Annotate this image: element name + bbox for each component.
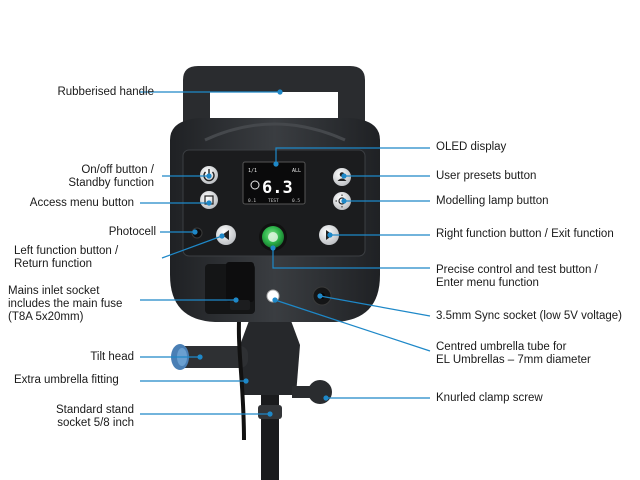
display-small-top: 1/1 [248,168,257,174]
label-onoff: On/off button /Standby function [68,164,154,189]
display-bottom-mid: TEST [268,198,279,204]
label-access-menu: Access menu button [29,197,134,209]
label-left-function: Left function button /Return function [14,245,119,270]
display-small-right: ALL [292,168,301,174]
label-user-presets: User presets button [436,170,537,182]
handle-shape [183,66,365,160]
display-bottom-right: 0.5 [292,198,300,204]
label-handle: Rubberised handle [57,86,154,98]
precise-control-button[interactable] [259,223,287,251]
label-extra-umbrella: Extra umbrella fitting [14,374,119,386]
label-oled: OLED display [436,141,507,153]
label-precise-control: Precise control and test button /Enter m… [436,264,598,289]
tilt-head [171,318,332,404]
access-menu-button[interactable] [200,191,218,209]
label-knurled-screw: Knurled clamp screw [436,392,543,404]
mains-inlet-socket [205,262,255,314]
oled-display: 1/1 ALL 6.3 0.1 TEST 0.5 [242,161,306,205]
display-value: 6.3 [262,178,293,198]
label-sync-socket: 3.5mm Sync socket (low 5V voltage) [436,310,622,322]
left-function-button[interactable] [216,225,236,245]
display-bottom-left: 0.1 [248,198,256,204]
label-right-function: Right function button / Exit function [436,228,614,240]
label-modelling: Modelling lamp button [436,195,549,207]
power-icon [203,171,215,182]
chevron-left-icon [222,230,229,240]
label-photocell: Photocell [108,226,156,238]
label-tilt-head: Tilt head [90,351,134,363]
